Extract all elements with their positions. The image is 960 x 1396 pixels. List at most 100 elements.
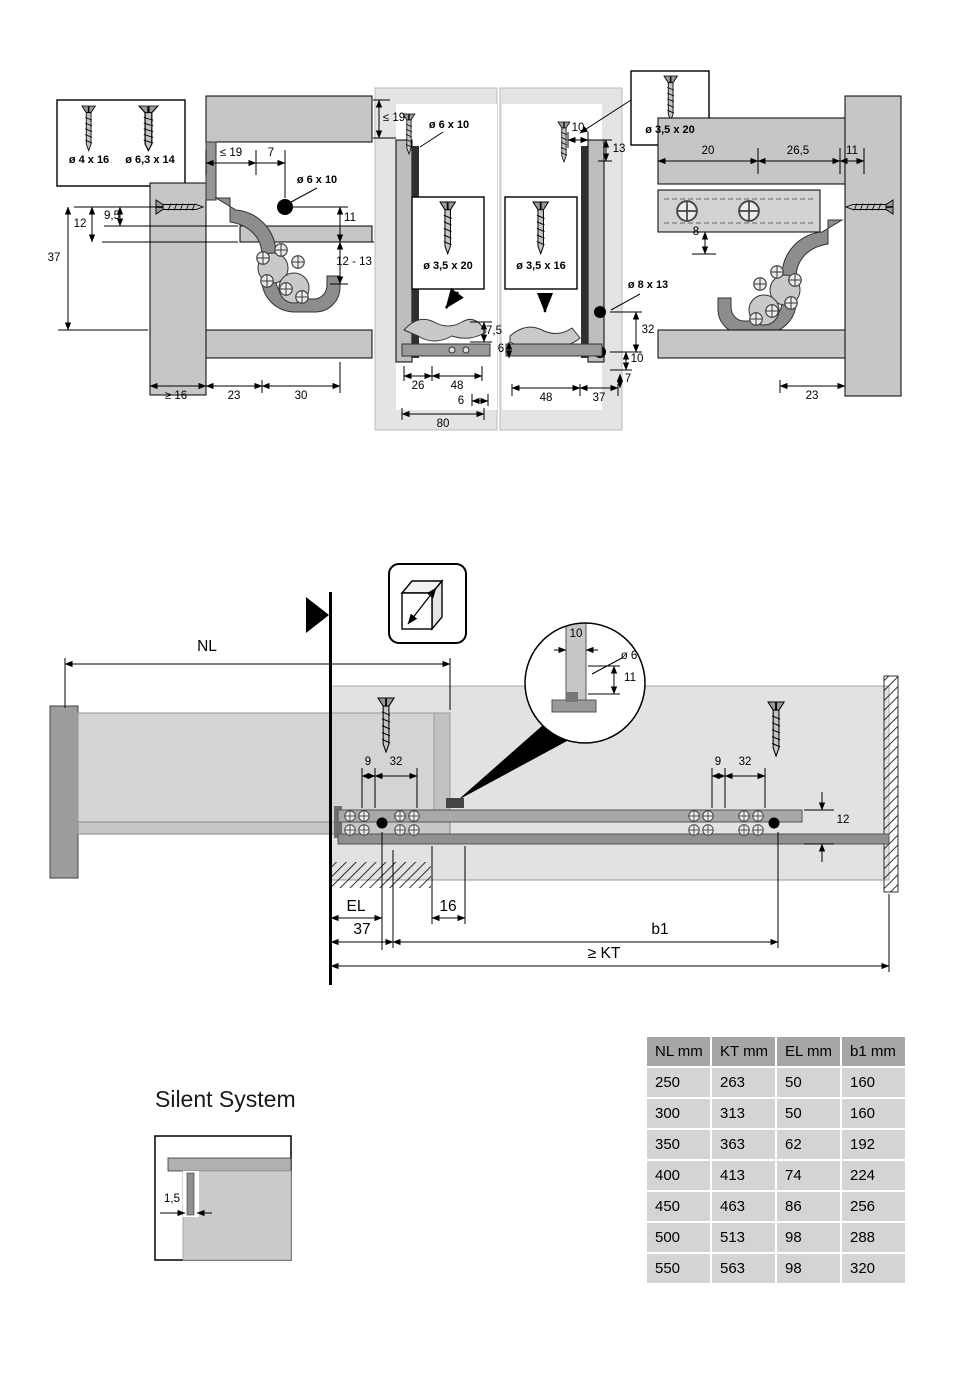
damper-tab (186, 1172, 195, 1216)
dimension-lines-right (657, 148, 865, 393)
drawer-bottom (77, 821, 451, 835)
drawer-side-panel (657, 117, 846, 185)
table-cell: 74 (777, 1161, 840, 1190)
cabinet-side-panel (844, 95, 902, 397)
table-header-cell: EL mm (777, 1037, 840, 1066)
ball-bearing-icon (788, 273, 802, 287)
section-view-left (58, 95, 374, 396)
drawer-side-panel (205, 95, 373, 143)
table-header-cell: NL mm (647, 1037, 710, 1066)
table-cell: 160 (842, 1068, 905, 1097)
dimension-lines-left (58, 150, 374, 393)
table-cell: 550 (647, 1254, 710, 1283)
dimension-lines-assembly (64, 658, 890, 972)
table-cell: 500 (647, 1223, 710, 1252)
table-cell: 463 (712, 1192, 775, 1221)
table-cell: 288 (842, 1223, 905, 1252)
runner-base (401, 343, 491, 357)
table-cell: 400 (647, 1161, 710, 1190)
section-view-mid-right (499, 87, 642, 431)
table-cell: 300 (647, 1099, 710, 1128)
rail-profile (581, 146, 588, 358)
ball-bearing-icon (749, 312, 763, 326)
drill-hole-icon (594, 306, 606, 318)
latch-lever (403, 318, 487, 342)
cabinet-side-panel (587, 139, 605, 363)
runner-base (505, 343, 603, 357)
table-cell: 313 (712, 1099, 775, 1128)
cabinet-side-panel (149, 182, 207, 396)
coupling (446, 798, 464, 808)
table-cell: 62 (777, 1130, 840, 1159)
detail-callout-icon (458, 622, 646, 800)
drill-hole-icon (277, 199, 293, 215)
fixing-hole-icon (768, 817, 780, 829)
ball-bearing-icon (295, 290, 309, 304)
table-cell: 86 (777, 1192, 840, 1221)
cabinet-depth-icon (388, 563, 467, 644)
panel-block (182, 1170, 292, 1261)
screw-head-icon (676, 200, 698, 222)
table-cell: 350 (647, 1130, 710, 1159)
bottom-panel (657, 329, 846, 359)
section-view-right (657, 95, 902, 397)
front-edge-marker-icon (306, 597, 329, 633)
runner-upper-profile (337, 809, 803, 823)
table-cell: 256 (842, 1192, 905, 1221)
ball-bearing-icon (765, 304, 779, 318)
table-cell: 160 (842, 1099, 905, 1128)
table-cell: 98 (777, 1254, 840, 1283)
ball-bearing-icon (256, 251, 270, 265)
table-cell: 363 (712, 1130, 775, 1159)
fixing-hole-icon (376, 817, 388, 829)
dimension-lines-mid-left (373, 99, 492, 420)
rail-mount (205, 141, 217, 201)
table-cell: 98 (777, 1223, 840, 1252)
dimension-lines-mid-right (505, 132, 642, 396)
screw-spec-box-left (56, 99, 186, 187)
table-cell: 320 (842, 1254, 905, 1283)
drawer-rail-bar (167, 1157, 292, 1172)
ball-bearing-icon (279, 282, 293, 296)
table-header-cell: KT mm (712, 1037, 775, 1066)
ball-bearing-icon (770, 265, 784, 279)
table-cell: 513 (712, 1223, 775, 1252)
table-cell: 50 (777, 1068, 840, 1097)
wall-hatch-icon (883, 675, 899, 893)
silent-system-figure (154, 1135, 292, 1261)
ball-bearing-icon (274, 243, 288, 257)
table-cell: 263 (712, 1068, 775, 1097)
table-cell: 192 (842, 1130, 905, 1159)
ball-bearing-icon (291, 255, 305, 269)
ball-bearing-icon (260, 274, 274, 288)
table-cell: 413 (712, 1161, 775, 1190)
table-cell: 224 (842, 1161, 905, 1190)
bottom-panel (205, 329, 373, 359)
table-cell: 50 (777, 1099, 840, 1128)
table-cell: 250 (647, 1068, 710, 1097)
runner-lower-profile (337, 833, 890, 845)
table-cell: 450 (647, 1192, 710, 1221)
section-hatch (331, 862, 431, 888)
cabinet-front-line (329, 592, 332, 985)
ball-bearing-icon (753, 277, 767, 291)
silent-system-title: Silent System (155, 1086, 296, 1112)
screw-head-icon (738, 200, 760, 222)
table-cell: 563 (712, 1254, 775, 1283)
assembly-side-view (49, 563, 899, 985)
table-header-cell: b1 mm (842, 1037, 905, 1066)
drawer-front-panel (49, 705, 79, 879)
ball-bearing-icon (784, 296, 798, 310)
